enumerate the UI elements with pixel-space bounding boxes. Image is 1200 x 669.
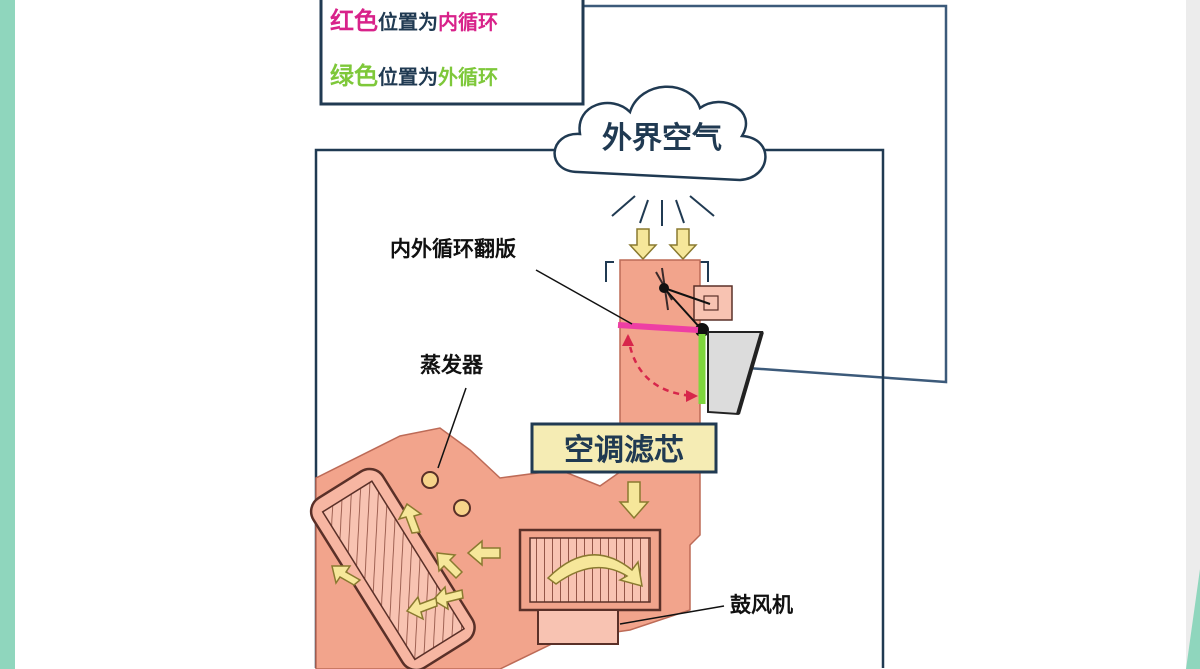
right-corner-accent [1186,569,1200,669]
evaporator-pipe-2 [453,499,471,517]
evaporator-label: 蒸发器 [420,353,484,377]
cloud-icon [553,85,767,182]
recirc-flap-label: 内外循环翻版 [390,237,516,261]
evaporator-leader [437,387,467,469]
svg-text:绿色位置为外循环: 绿色位置为外循环 [330,62,498,90]
right-page-border [1186,0,1200,669]
legend-red-color-word: 红色 [330,7,378,35]
cabin-filter-label-box [530,422,718,474]
legend-red-middle: 位置为 [378,10,438,34]
legend-green-mode: 外循环 [438,65,498,89]
flap-swing-arc [626,335,695,398]
blower-leader [619,605,725,625]
evaporator-pipe-1 [421,471,439,489]
flap-swing-arrowhead-bottom [686,390,698,402]
svg-text:红色位置为内循环: 红色位置为内循环 [330,7,498,35]
recirculation-return-line [580,4,948,384]
flap-swing-arrowhead-top [622,334,634,346]
cabin-filter-label: 空调滤芯 [564,433,684,468]
intake-brackets [605,261,709,282]
recirc-flap-leader [535,269,633,325]
airflow-arrows [331,481,650,621]
outside-air-label: 外界空气 [602,121,722,156]
legend-red-mode: 内循环 [438,10,498,34]
blower [518,528,662,645]
air-rays [611,195,715,226]
legend-green-middle: 位置为 [378,65,438,89]
left-page-border [0,0,15,669]
evaporator [309,467,476,669]
blower-label: 鼓风机 [730,593,793,617]
outside-air-door [707,331,764,416]
cabin-frame-right [760,148,885,668]
legend-box [319,0,585,106]
intake-arrows [628,228,698,261]
legend-red-row: 红色位置为内循环 [330,7,498,35]
recirc-flap-mechanism [655,267,733,337]
legend-green-row: 绿色位置为外循环 [330,62,498,90]
blower-rotation-arrow [546,554,643,588]
legend-green-color-word: 绿色 [330,62,378,90]
red-flap-position [617,322,699,333]
blower-motor [537,609,619,645]
